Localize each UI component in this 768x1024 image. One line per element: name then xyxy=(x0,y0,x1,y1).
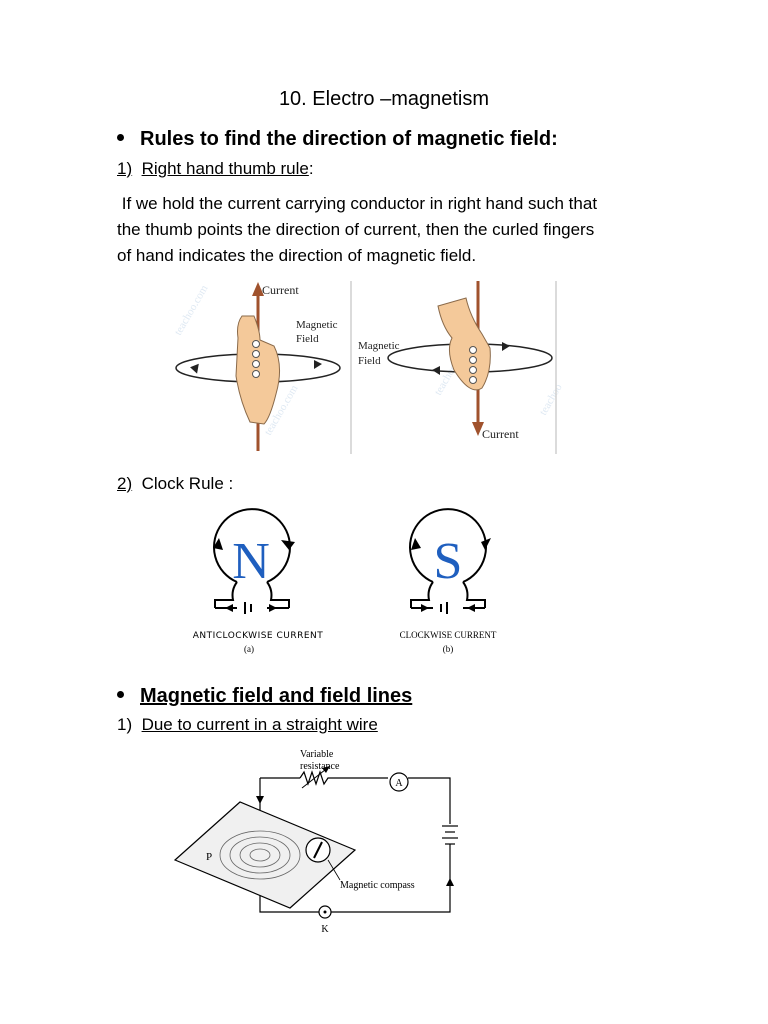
paragraph-line: the thumb points the direction of curren… xyxy=(117,220,595,239)
rule-1-heading: 1) Right hand thumb rule: xyxy=(117,159,314,179)
caption-a: (a) xyxy=(244,644,254,654)
clock-letter-s: S xyxy=(434,533,463,590)
page-title: 10. Electro –magnetism xyxy=(278,88,490,110)
caption-clockwise: CLOCKWISE CURRENT xyxy=(400,630,497,640)
rule-1-suffix: : xyxy=(308,159,314,178)
paragraph-line: If we hold the current carrying conducto… xyxy=(117,194,598,213)
label-magnetic-compass: Magnetic compass xyxy=(340,880,415,891)
label-resistance: resistance xyxy=(300,761,340,772)
ammeter-label: A xyxy=(395,778,403,789)
rule-2-number: 2) xyxy=(117,474,133,493)
rule-2-label: Clock Rule : xyxy=(141,474,234,493)
anticlockwise-loop: N ANTICLOCKWISE CURRENT (a) xyxy=(193,508,324,654)
label-field-right: Field xyxy=(358,355,381,367)
rule-1-paragraph: If we hold the current carrying conducto… xyxy=(117,191,677,269)
label-current-up: Current xyxy=(262,283,299,297)
rule-2-heading: 2) Clock Rule : xyxy=(117,474,233,494)
bullet-icon xyxy=(117,134,124,142)
clockwise-loop: S CLOCKWISE CURRENT (b) xyxy=(400,508,497,654)
clock-letter-n: N xyxy=(232,533,270,590)
label-current-down: Current xyxy=(482,427,519,441)
rule-1-number: 1) xyxy=(117,159,133,178)
ammeter-icon xyxy=(389,772,409,792)
section-heading-field-lines: Magnetic field and field lines xyxy=(117,685,412,708)
left-hand-diagram: Current Magnetic Field xyxy=(175,282,341,451)
label-variable: Variable xyxy=(300,749,334,760)
right-hand-diagram: Magnetic Field Current xyxy=(358,281,553,441)
straight-wire-figure: A P Variable resistance Magnetic compass… xyxy=(173,749,458,935)
caption-anticlockwise: ANTICLOCKWISE CURRENT xyxy=(193,631,324,641)
section-heading-text: Rules to find the direction of magnetic … xyxy=(140,128,558,150)
rule-1-label: Right hand thumb rule xyxy=(141,159,309,178)
point-p-label: P xyxy=(206,851,212,863)
clock-rule-figure: N ANTICLOCKWISE CURRENT (a) S CLOCKWISE … xyxy=(193,508,497,654)
label-field-left: Field xyxy=(296,333,319,345)
bullet-icon xyxy=(117,691,124,699)
label-key: K xyxy=(321,924,329,935)
label-magnetic-left: Magnetic xyxy=(296,319,338,331)
item-1-label: Due to current in a straight wire xyxy=(141,715,378,734)
paragraph-line: of hand indicates the direction of magne… xyxy=(117,246,477,265)
right-hand-thumb-figure: teachoo.com teachoo.com teachoo.com teac… xyxy=(170,276,570,456)
label-magnetic-right: Magnetic xyxy=(358,340,400,352)
item-1-number: 1) xyxy=(117,715,133,734)
section-heading-text: Magnetic field and field lines xyxy=(140,685,413,707)
caption-b: (b) xyxy=(443,644,454,654)
item-1-heading: 1) Due to current in a straight wire xyxy=(117,715,378,735)
section-heading-rules: Rules to find the direction of magnetic … xyxy=(117,128,558,151)
